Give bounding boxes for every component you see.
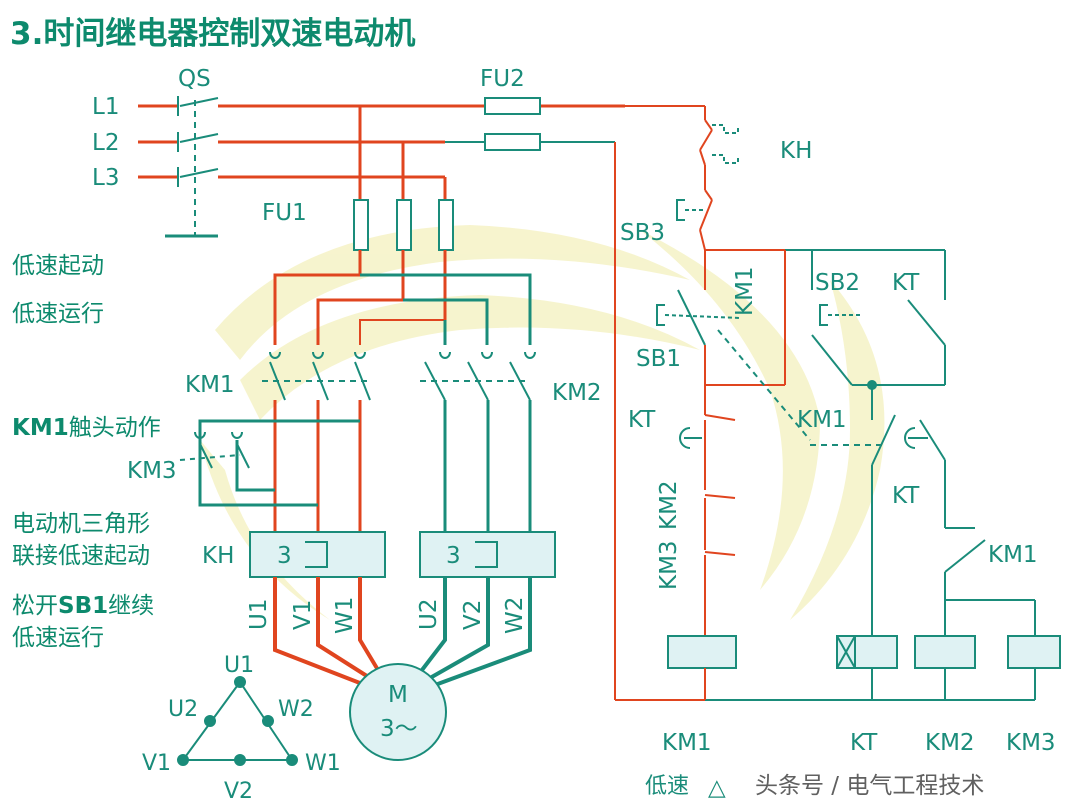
label-motor-m: M [388, 682, 408, 708]
note-release-pre: 松开 [12, 593, 58, 619]
kt-nc-contact [679, 414, 736, 468]
component-labels: QS FU2 L1 L2 L3 FU1 KH SB3 SB2 KT SB1 KM… [92, 66, 1056, 804]
label-tri-v1: V1 [142, 751, 171, 776]
label-tri-u1: U1 [224, 653, 254, 678]
fu2-fuse-top [484, 97, 541, 115]
label-kh-elem-2: 3 [446, 543, 461, 569]
label-tri-w1: W1 [305, 751, 341, 776]
label-v1: V1 [290, 600, 316, 630]
page-title: 3.时间继电器控制双速电动机 [10, 16, 416, 52]
label-u2: U2 [416, 599, 442, 630]
label-km2-vertical: KM2 [656, 480, 682, 530]
label-coil-km2: KM2 [925, 730, 975, 756]
label-km3-vertical: KM3 [656, 540, 682, 590]
legend-delta: △ [708, 775, 726, 801]
label-kt-top: KT [892, 270, 920, 296]
note-release-line2: 低速运行 [12, 625, 104, 651]
coil-km3 [1007, 635, 1061, 669]
label-kh-left: KH [202, 543, 234, 569]
label-l1: L1 [92, 94, 119, 120]
delta-triangle [177, 676, 298, 766]
label-kh-elem-1: 3 [277, 543, 292, 569]
legend-low-speed: 低速 [645, 774, 689, 799]
label-km2-power: KM2 [552, 380, 602, 406]
label-l3: L3 [92, 165, 119, 191]
label-km1-mid: KM1 [797, 407, 847, 433]
fu2-fuse-bottom [484, 133, 541, 151]
note-low-start: 低速起动 [12, 253, 104, 279]
label-l2: L2 [92, 130, 119, 156]
watermark-text: 头条号 / 电气工程技术 [755, 773, 984, 799]
km3-contacts [179, 419, 360, 507]
label-w1: W1 [332, 597, 358, 634]
km2-main-contacts [420, 351, 536, 401]
km1-main-contacts [262, 351, 372, 401]
label-sb1: SB1 [636, 346, 681, 372]
label-qs: QS [178, 66, 211, 92]
kt-no-contact-top [907, 250, 946, 385]
note-release-bold: SB1 [58, 593, 109, 619]
label-tri-u2: U2 [168, 697, 198, 722]
label-tri-v2: V2 [224, 779, 253, 804]
note-km1-action-bold: KM1 [12, 415, 69, 441]
note-release: 松开SB1继续 [12, 590, 154, 622]
label-v2: V2 [460, 600, 486, 630]
kh-nc-contact [699, 119, 713, 190]
qs-switch [165, 96, 219, 238]
kh-thermal-element-2 [419, 531, 556, 578]
label-w2: W2 [502, 597, 528, 634]
fu1-fuse-2 [396, 199, 412, 251]
label-kt-ctrl: KT [628, 407, 656, 433]
control-circuit [614, 106, 1061, 701]
note-delta-line2: 联接低速起动 [12, 543, 150, 569]
note-low-run: 低速运行 [12, 301, 104, 327]
label-motor-phase: 3～ [380, 716, 418, 742]
note-delta-line1: 电动机三角形 [12, 511, 150, 537]
label-u1: U1 [246, 599, 272, 630]
label-fu2: FU2 [480, 66, 525, 92]
label-km1-vertical: KM1 [732, 266, 758, 316]
label-fu1: FU1 [262, 200, 307, 226]
label-kh-top: KH [780, 138, 812, 164]
label-km1-right: KM1 [988, 542, 1038, 568]
label-sb3: SB3 [620, 220, 665, 246]
label-km1-power: KM1 [185, 372, 235, 398]
label-km3-power: KM3 [127, 458, 177, 484]
sb1-start-button [656, 289, 741, 385]
kt-no-contact-delayed [904, 419, 986, 636]
label-kt-contact: KT [892, 483, 920, 509]
fu1-fuse-1 [353, 199, 369, 251]
label-coil-km1: KM1 [662, 730, 712, 756]
kh-thermal-element-1 [249, 531, 386, 578]
label-tri-w2: W2 [278, 697, 314, 722]
coil-km2 [914, 635, 976, 669]
label-coil-kt: KT [850, 730, 878, 756]
note-km1-action-rest: 触头动作 [68, 415, 161, 441]
fu1-fuse-3 [438, 199, 454, 251]
coil-km1 [667, 635, 737, 669]
power-circuit [138, 96, 705, 766]
note-km1-action: KM1触头动作 [12, 412, 161, 444]
note-release-post: 继续 [108, 593, 155, 619]
motor-circle [349, 663, 447, 761]
sb3-stop-button [676, 189, 713, 251]
label-sb2: SB2 [815, 270, 860, 296]
label-coil-km3: KM3 [1006, 730, 1056, 756]
